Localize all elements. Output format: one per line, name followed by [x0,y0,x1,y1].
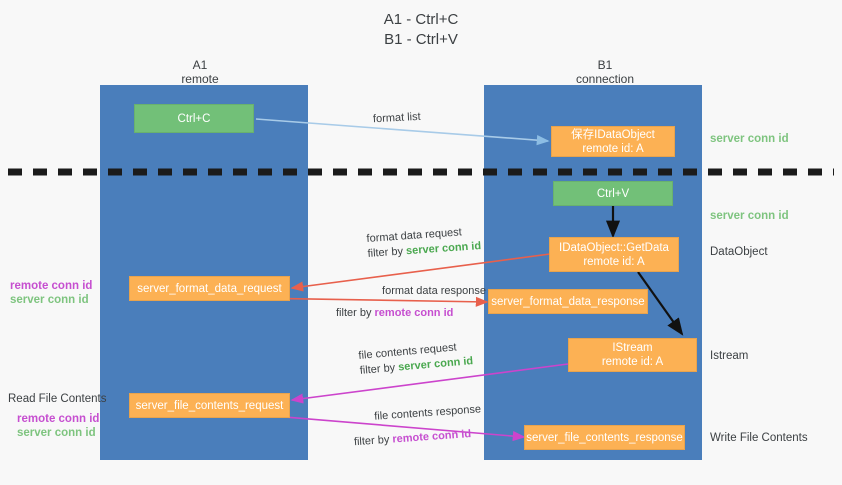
column-header-b1-sub: connection [575,72,635,86]
box-save-idataobject-line1: 保存IDataObject [571,128,655,141]
label-file-contents-response: file contents response filter by remote … [354,402,483,448]
box-server-file-contents-request-label: server_file_contents_request [135,399,284,412]
label-file-contents-request: file contents request filter by server c… [358,339,474,379]
page-title: A1 - Ctrl+C B1 - Ctrl+V [0,10,842,50]
label-remote-conn-id-1: remote conn id [10,280,93,292]
box-ctrl-v-line1: Ctrl+V [596,187,630,200]
label-server-conn-id-top: server conn id [710,133,789,145]
box-server-file-contents-response[interactable]: server_file_contents_response [524,425,685,450]
label-format-data-request-filter-value: server conn id [405,240,482,258]
label-format-data-response-filter-value: remote conn id [374,307,454,319]
box-istream-line2: remote id: A [601,356,664,368]
box-ctrl-v[interactable]: Ctrl+V [553,181,673,206]
column-header-a1-sub: remote [181,72,219,86]
box-getdata-line2: remote id: A [583,255,645,268]
box-server-file-contents-request[interactable]: server_file_contents_request [129,393,290,418]
label-server-conn-id-2: server conn id [17,427,96,439]
box-server-format-data-request[interactable]: server_format_data_request [129,276,290,301]
box-getdata[interactable]: IDataObject::GetData remote id: A [549,237,679,272]
label-format-list-text: format list [372,110,421,126]
box-getdata-line1: IDataObject::GetData [559,241,669,254]
label-server-conn-id-1: server conn id [10,294,89,306]
column-header-b1-name: B1 [597,58,613,72]
label-read-file-contents: Read File Contents [8,393,107,405]
label-dataobject: DataObject [710,246,768,258]
box-server-file-contents-response-label: server_file_contents_response [526,431,683,444]
label-server-conn-id-mid: server conn id [710,210,789,222]
label-format-data-response: format data response filter by remote co… [336,284,486,321]
label-istream: Istream [710,350,749,362]
column-header-a1-name: A1 [192,58,208,72]
label-format-list: format list [373,110,421,127]
title-line-1: A1 - Ctrl+C [383,11,459,28]
column-header-b1: B1 connection [545,58,665,86]
box-server-format-data-request-label: server_format_data_request [137,282,282,295]
box-ctrl-c[interactable]: Ctrl+C [134,104,254,133]
box-istream-line1: IStream [612,342,653,354]
label-file-contents-request-filter-prefix: filter by [359,361,399,377]
label-file-contents-response-filter-prefix: filter by [353,433,393,449]
box-save-idataobject-line2: remote id: A [582,142,644,155]
box-server-format-data-response-label: server_format_data_response [491,295,645,308]
label-format-data-response-filter-prefix: filter by [336,307,375,319]
box-save-idataobject[interactable]: 保存IDataObject remote id: A [551,126,675,157]
label-format-data-request: format data request filter by server con… [366,224,482,262]
label-format-data-request-filter-prefix: filter by [367,245,407,260]
label-file-contents-response-text: file contents response [373,403,482,423]
column-header-a1: A1 remote [140,58,260,86]
label-format-data-response-text: format data response [382,285,486,297]
label-remote-conn-id-2: remote conn id [17,413,100,425]
label-file-contents-response-filter-value: remote conn id [391,428,472,446]
box-ctrl-c-line1: Ctrl+C [177,112,211,125]
title-line-2: B1 - Ctrl+V [384,31,458,48]
box-server-format-data-response[interactable]: server_format_data_response [488,289,648,314]
label-write-file-contents: Write File Contents [710,432,808,444]
box-istream[interactable]: IStream remote id: A [568,338,697,372]
